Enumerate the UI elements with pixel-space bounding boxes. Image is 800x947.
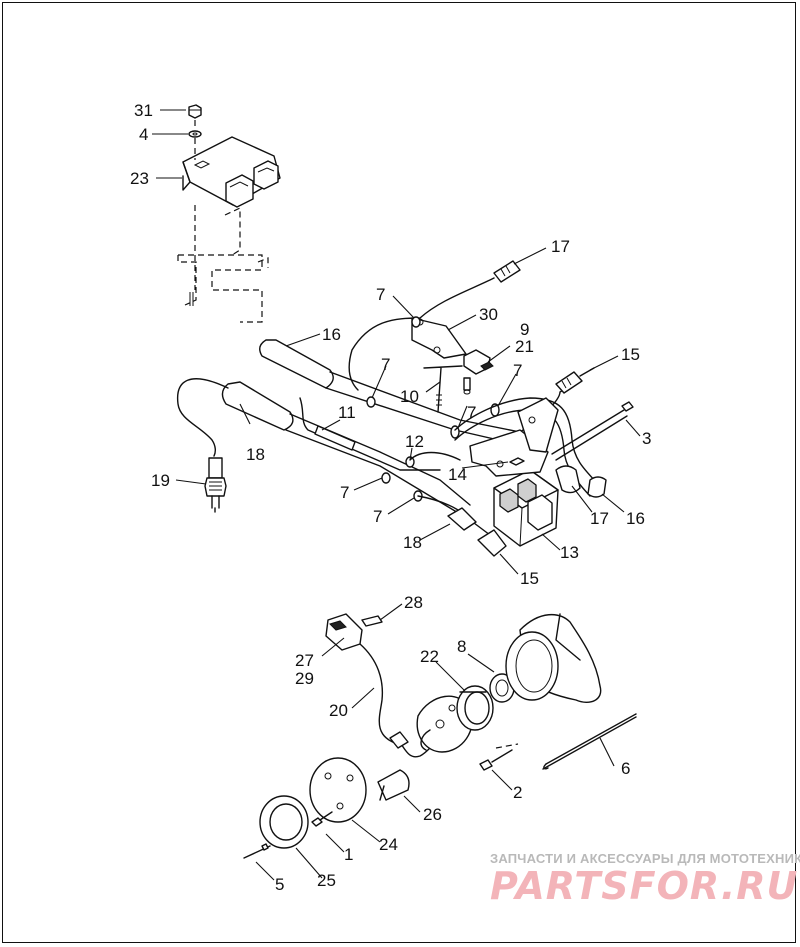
callout-24: 24 — [379, 835, 398, 854]
part-clips-7 — [366, 316, 500, 502]
callout-18-upper: 18 — [246, 445, 265, 464]
callout-30: 30 — [479, 305, 498, 324]
part-screw-1 — [311, 811, 333, 827]
callout-22: 22 — [420, 647, 439, 666]
leader-lines — [152, 109, 641, 881]
part-sensor-17-top — [348, 260, 521, 391]
callout-7-b: 7 — [381, 355, 390, 374]
part-grommet-25 — [259, 795, 309, 849]
callout-20: 20 — [329, 701, 348, 720]
part-magnet-26 — [377, 769, 410, 801]
part-clip-28 — [361, 615, 383, 627]
callout-4: 4 — [139, 125, 148, 144]
part-wire-11 — [299, 397, 441, 471]
callout-3: 3 — [642, 429, 651, 448]
callout-12: 12 — [405, 432, 424, 451]
watermark-tagline: ЗАПЧАСТИ И АКСЕССУАРЫ ДЛЯ МОТОТЕХНИКИ — [490, 851, 800, 866]
callout-9: 9 — [520, 320, 529, 339]
callout-16-upper: 16 — [322, 325, 341, 344]
callout-7-f: 7 — [373, 507, 382, 526]
callout-7-a: 7 — [376, 285, 385, 304]
callout-25: 25 — [317, 871, 336, 890]
callout-7-c: 7 — [467, 403, 476, 422]
part-ring-22 — [456, 685, 494, 731]
callout-13: 13 — [560, 543, 579, 562]
callout-1: 1 — [344, 845, 353, 864]
callout-15-lower: 15 — [520, 569, 539, 588]
part-mounting-bracket — [177, 207, 269, 323]
part-sensor-15-top — [555, 367, 595, 394]
part-fitting-10 — [423, 365, 471, 413]
part-spark-plug-19 — [176, 378, 229, 513]
callout-10: 10 — [400, 387, 419, 406]
callout-14: 14 — [448, 465, 467, 484]
part-plate-24 — [309, 757, 367, 823]
part-boot-18-lower — [447, 507, 477, 531]
part-connector-27-29 — [325, 613, 399, 745]
callout-21: 21 — [515, 337, 534, 356]
callout-11: 11 — [338, 403, 356, 422]
callout-15-upper: 15 — [621, 345, 640, 364]
watermark-logo: PARTSFOR.RU — [490, 864, 799, 908]
callout-19: 19 — [151, 471, 170, 490]
part-housing-cover — [505, 613, 602, 704]
callout-28: 28 — [404, 593, 423, 612]
part-rod-6 — [542, 713, 637, 770]
part-screw-2 — [479, 743, 519, 771]
part-boot-17-coil — [555, 465, 581, 494]
part-nut-31 — [188, 104, 202, 119]
part-boot-15-lower — [477, 529, 507, 557]
callout-6: 6 — [621, 759, 630, 778]
part-pin-5 — [243, 843, 271, 859]
callout-16-coil: 16 — [626, 509, 645, 528]
callout-17-coil: 17 — [590, 509, 609, 528]
part-coil-13 — [493, 469, 559, 547]
callout-29: 29 — [295, 669, 314, 688]
part-boot-16-coil — [587, 476, 607, 498]
callout-5: 5 — [275, 875, 284, 894]
callout-18-lower: 18 — [403, 533, 422, 552]
callout-23: 23 — [130, 169, 149, 188]
part-module-23 — [182, 136, 281, 208]
part-connector-9-21 — [463, 349, 494, 375]
callout-8: 8 — [457, 637, 466, 656]
callout-2: 2 — [513, 783, 522, 802]
callout-labels: 31 4 23 17 7 30 9 21 16 15 7 10 7 7 11 3… — [130, 101, 651, 894]
callout-31: 31 — [134, 101, 153, 120]
part-washer-4 — [188, 130, 202, 138]
callout-7-d: 7 — [513, 361, 522, 380]
callout-26: 26 — [423, 805, 442, 824]
part-bolt-3 — [551, 401, 634, 461]
callout-7-e: 7 — [340, 483, 349, 502]
callout-17-top: 17 — [551, 237, 570, 256]
callout-27: 27 — [295, 651, 314, 670]
